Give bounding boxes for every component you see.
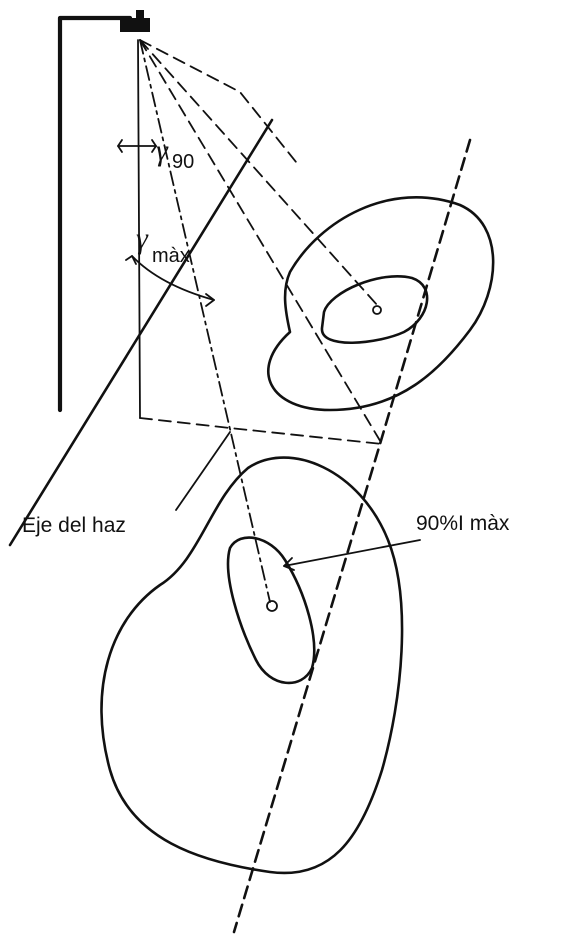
lower-isolux-inner-contour bbox=[226, 536, 316, 685]
lower-isolux-center-point bbox=[266, 600, 278, 612]
intensity-90-pointer bbox=[283, 539, 421, 567]
beam-axis-label-pointer bbox=[175, 431, 231, 511]
beam-ray-lower-zone bbox=[139, 39, 271, 603]
luminaire-head bbox=[120, 10, 150, 32]
gamma-90-symbol: γ bbox=[156, 134, 169, 167]
upper-isolux-outer-contour bbox=[267, 196, 495, 412]
beam-axis-solid-line bbox=[8, 118, 274, 547]
intensity-90-label: 90%I màx bbox=[416, 512, 510, 535]
beam-ray-upper-zone bbox=[139, 39, 379, 307]
upper-isolux-center-point bbox=[372, 305, 382, 315]
upper-isolux-inner-contour bbox=[320, 275, 429, 345]
gamma-max-symbol: γ bbox=[136, 222, 149, 255]
gamma-max-marker bbox=[125, 255, 215, 307]
luminaire-pole bbox=[57, 15, 133, 413]
gamma-90-marker bbox=[117, 139, 157, 153]
lower-isolux-outer-contour bbox=[100, 456, 404, 875]
ground-reference-line bbox=[139, 417, 383, 445]
nadir-line bbox=[137, 39, 141, 419]
gamma-90-subscript: 90 bbox=[172, 151, 194, 173]
intensity-90-arrowhead bbox=[283, 557, 295, 571]
beam-axis-label: Eje del haz bbox=[22, 514, 126, 537]
beam-ray-outer bbox=[139, 39, 297, 163]
beam-ray-inner bbox=[139, 39, 383, 445]
beam-axis-line bbox=[232, 138, 472, 934]
gamma-max-subscript: màx bbox=[152, 245, 190, 267]
